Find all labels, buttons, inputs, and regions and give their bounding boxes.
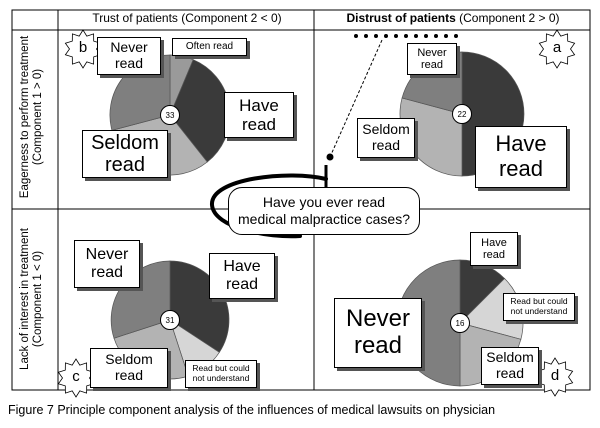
label-b-have-read: Have read	[224, 92, 294, 138]
label-c-have-read: Have read	[209, 253, 275, 299]
badge-b-letter: b	[78, 39, 88, 56]
badge-c-starburst	[57, 358, 95, 398]
header-trust-text: Trust of patients (Component 2 < 0)	[92, 11, 282, 25]
label-d-never-read: Never read	[334, 298, 422, 368]
pie-b-count: 33	[160, 105, 180, 125]
header-trust: Trust of patients (Component 2 < 0)	[60, 11, 314, 25]
label-c-could-not-understand: Read but could not understand	[185, 360, 257, 388]
header-distrust: Distrust of patients (Component 2 > 0)	[316, 11, 590, 25]
label-c-seldom-read: Seldom read	[90, 348, 168, 388]
pie-a-count: 22	[452, 104, 472, 124]
label-a-have-read: Have read	[475, 126, 567, 188]
label-a-seldom-read: Seldom read	[357, 118, 415, 158]
dashed-pointer	[329, 39, 383, 158]
figure-caption: Figure 7 Principle component analysis of…	[8, 403, 496, 417]
label-b-often-read: Often read	[172, 38, 247, 56]
header-distrust-bold: Distrust of patients	[346, 11, 456, 25]
pie-d-count: 16	[450, 313, 470, 333]
label-d-seldom-read: Seldom read	[481, 347, 539, 385]
badge-d-starburst	[536, 357, 574, 397]
pie-c-count: 31	[160, 310, 180, 330]
badge-b-starburst	[64, 29, 102, 69]
outer-frame	[11, 9, 591, 391]
side-label-lack-of-interest: Lack of interest in treatment (Component…	[19, 228, 45, 370]
label-b-never-read: Never read	[97, 37, 161, 75]
header-distrust-rest: (Component 2 > 0)	[455, 11, 560, 25]
label-c-never-read: Never read	[74, 240, 140, 288]
label-d-have-read: Have read	[470, 232, 518, 266]
label-d-could-not-understand: Read but could not understand	[503, 293, 575, 321]
dot-row	[354, 34, 458, 38]
badge-d-letter: d	[550, 367, 560, 384]
label-b-seldom-read: Seldom read	[82, 130, 168, 178]
label-a-never-read: Never read	[407, 43, 457, 75]
badge-a-letter: a	[552, 39, 562, 56]
side-label-eagerness: Eagerness to perform treatment (Componen…	[19, 35, 45, 199]
center-question: Have you ever read medical malpractice c…	[228, 187, 420, 235]
badge-c-letter: c	[72, 368, 80, 385]
badge-a-starburst	[538, 29, 576, 69]
